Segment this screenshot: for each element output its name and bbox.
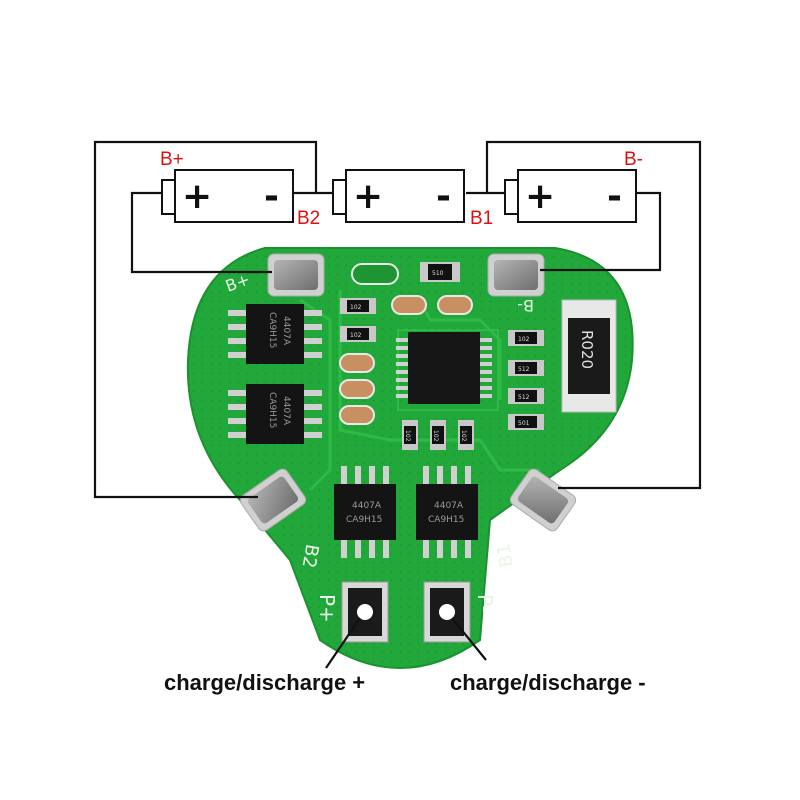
battery-2-plus: + <box>353 176 383 217</box>
res-code-3: 102 <box>350 332 362 339</box>
mosfet-bl-line2: CA9H15 <box>346 515 382 525</box>
res-code-2: 102 <box>350 304 362 311</box>
pad-b-minus <box>487 253 545 297</box>
label-b-minus: B- <box>624 149 643 170</box>
mosfet-bl-line1: 4407A <box>352 501 382 511</box>
resistor-r1 <box>420 262 460 282</box>
wires <box>93 140 702 669</box>
pad-b1 <box>509 468 577 532</box>
protection-ic <box>396 332 492 404</box>
wire-b-minus <box>540 191 662 272</box>
capacitor <box>351 263 399 285</box>
battery-1-minus: - <box>264 176 279 217</box>
arrow-charge-minus <box>451 617 487 661</box>
mosfet-br-line2: CA9H15 <box>428 515 464 525</box>
capacitor <box>339 405 375 425</box>
res-code-9: 102 <box>432 430 439 442</box>
battery-3: + - <box>504 169 637 223</box>
battery-1-plus: + <box>182 176 212 217</box>
res-code-1: 510 <box>432 270 444 277</box>
silk-b1: B1 <box>493 542 518 569</box>
battery-2: + - <box>332 169 465 223</box>
caption-charge-minus: charge/discharge - <box>450 670 646 695</box>
resistor-r3 <box>340 326 376 342</box>
shunt-resistor: R020 <box>561 299 617 413</box>
silk-p-minus: P- <box>473 594 497 613</box>
label-b1: B1 <box>470 208 493 229</box>
capacitor <box>339 379 375 399</box>
mosfet-left-lower: 4407A CA9H15 <box>228 384 322 444</box>
res-code-7: 501 <box>518 420 530 427</box>
silk-p-plus: P+ <box>315 594 339 623</box>
res-code-5: 512 <box>518 366 530 373</box>
shunt-label: R020 <box>578 330 596 369</box>
wire-b2 <box>93 140 318 499</box>
battery-1: + - <box>161 169 294 223</box>
arrow-charge-plus <box>325 617 361 669</box>
smd-resistors <box>340 262 544 450</box>
caption-charge-plus: charge/discharge + <box>164 670 365 695</box>
res-code-4: 102 <box>518 336 530 343</box>
battery-2-minus: - <box>436 176 451 217</box>
pad-b2 <box>239 468 307 532</box>
mosfet-lu-line1: 4407A <box>281 316 291 346</box>
battery-3-minus: - <box>607 176 622 217</box>
silk-b2: B2 <box>298 542 323 569</box>
capacitors <box>339 263 473 425</box>
label-b2: B2 <box>297 208 320 229</box>
battery-3-plus: + <box>525 176 555 217</box>
resistor-r8 <box>402 420 418 450</box>
wire-b1 <box>485 140 702 490</box>
resistor-r2 <box>340 298 376 314</box>
resistor-r10 <box>458 420 474 450</box>
pad-p-minus <box>423 581 471 643</box>
resistor-r6 <box>508 388 544 404</box>
capacitor <box>339 353 375 373</box>
mosfet-lu-line2: CA9H15 <box>267 312 277 348</box>
capacitor <box>437 295 473 315</box>
capacitor <box>391 295 427 315</box>
resistor-r4 <box>508 330 544 346</box>
res-code-10: 102 <box>460 430 467 442</box>
resistor-r5 <box>508 360 544 376</box>
res-code-6: 512 <box>518 394 530 401</box>
mosfet-ll-line1: 4407A <box>281 396 291 426</box>
mosfet-bottom-right: 4407A CA9H15 <box>416 466 478 558</box>
res-code-8: 102 <box>404 430 411 442</box>
wire-b-plus <box>130 191 272 274</box>
mosfet-bottom-left: 4407A CA9H15 <box>334 466 396 558</box>
mosfet-br-line1: 4407A <box>434 501 464 511</box>
resistor-r7 <box>508 414 544 430</box>
pad-b-plus <box>267 253 325 297</box>
label-b-plus: B+ <box>160 149 184 170</box>
mosfet-ll-line2: CA9H15 <box>267 392 277 428</box>
silk-b-minus: B- <box>517 296 534 315</box>
resistor-r9 <box>430 420 446 450</box>
mosfet-left-upper: 4407A CA9H15 <box>228 304 322 364</box>
